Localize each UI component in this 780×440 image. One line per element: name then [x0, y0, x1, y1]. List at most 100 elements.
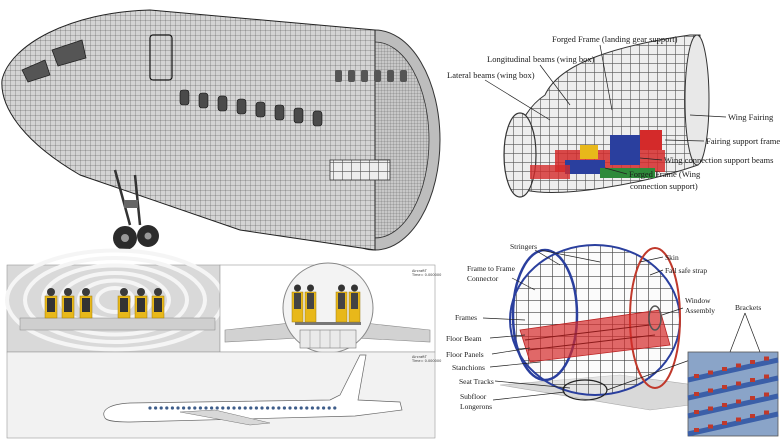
aircraft-window — [327, 406, 331, 410]
aircraft-window — [254, 406, 258, 410]
aircraft-window — [316, 406, 320, 410]
label-fail-safe-strap: Fail safe strap — [665, 266, 707, 275]
bracket — [736, 399, 741, 404]
aircraft-window — [187, 406, 191, 410]
cabin-frame-ring — [95, 286, 135, 314]
aircraft-window — [148, 406, 152, 410]
label-longitudinal-beams: Longitudinal beams (wing box) — [487, 54, 595, 64]
label-longerons: Longerons — [460, 402, 492, 411]
aircraft-side-profile — [103, 354, 403, 423]
cockpit-window — [21, 59, 51, 83]
label-subfloor: Subfloor — [460, 392, 487, 401]
aircraft-window — [305, 406, 309, 410]
svg-text:Time= 0.000000: Time= 0.000000 — [411, 359, 441, 363]
label-lateral-beams: Lateral beams (wing box) — [447, 70, 535, 80]
window-assembly — [648, 305, 662, 331]
dummy-head — [47, 288, 55, 296]
bracket — [694, 374, 699, 378]
aircraft-window — [198, 406, 202, 410]
bracket — [750, 414, 755, 418]
cabin-frame-ring — [23, 256, 207, 344]
bracket — [708, 370, 713, 375]
label-frame-to-frame: Frame to Frame — [467, 264, 516, 273]
bracket — [722, 421, 727, 425]
bracket — [694, 392, 699, 396]
bracket — [694, 428, 699, 432]
label-stanchions: Stanchions — [452, 363, 485, 372]
cabin-window — [255, 101, 266, 118]
dummy-body — [120, 298, 128, 312]
cabin-floor-grid — [329, 159, 391, 181]
aircraft-window-row — [148, 406, 337, 410]
section-dummy-seats — [291, 284, 361, 323]
dummy-body — [137, 298, 145, 312]
cabin-interior-sim-panel — [5, 248, 225, 353]
dummy-body — [307, 293, 314, 309]
floor-beams — [519, 309, 671, 363]
cockpit-window — [51, 39, 87, 67]
aircraft-window — [221, 406, 225, 410]
svg-text:AircraftT: AircraftT — [412, 355, 428, 359]
full-aircraft-sim-panel: AircraftT Time= 0.000000 — [6, 351, 441, 439]
cabin-window — [217, 95, 228, 112]
bracket — [764, 356, 769, 361]
bracket — [708, 388, 713, 393]
aircraft-window — [182, 406, 186, 410]
dummy-body — [351, 293, 358, 309]
cabin-frame-ring — [41, 263, 189, 337]
dummy-body — [82, 298, 90, 312]
bracket — [736, 363, 741, 368]
aircraft-window — [232, 406, 236, 410]
label-assembly: Assembly — [685, 306, 715, 315]
label-forged-frame-wing: Forged Frame (Wing — [629, 169, 701, 179]
label-floor-beam: Floor Beam — [446, 334, 482, 343]
aircraft-window — [266, 406, 270, 410]
aircraft-window — [260, 406, 264, 410]
aircraft-window — [294, 406, 298, 410]
label-wing-fairing: Wing Fairing — [728, 112, 774, 122]
dummy-body — [294, 293, 301, 309]
dummy-body — [64, 298, 72, 312]
cross-section-sim-panel: AircraftT Time= 0.000000 — [219, 262, 441, 354]
bracket — [750, 378, 755, 382]
dummy-body — [154, 298, 162, 312]
dummy-head — [294, 284, 301, 292]
label-seat-tracks: Seat Tracks — [459, 377, 494, 386]
aircraft-window — [243, 406, 247, 410]
label-forged-frame-landing-gear: Forged Frame (landing gear support) — [552, 34, 678, 44]
cabin-window — [293, 107, 304, 124]
aircraft-window — [210, 406, 214, 410]
aircraft-window — [193, 406, 197, 410]
aircraft-window — [282, 406, 286, 410]
aircraft-window — [215, 406, 219, 410]
bracket — [736, 381, 741, 386]
label-skin: Skin — [665, 253, 679, 262]
fuselage-mesh-panel — [1, 9, 441, 251]
cabin-window — [179, 89, 190, 106]
aircraft-window — [226, 406, 230, 410]
bracket — [694, 410, 699, 414]
bracket — [708, 424, 713, 429]
aircraft-window — [277, 406, 281, 410]
cargo-hold-containers — [299, 329, 357, 349]
nose-landing-gear — [113, 169, 159, 250]
dummy-head — [338, 284, 345, 292]
label-window: Window — [685, 296, 711, 305]
dummy-seat-rows — [44, 288, 165, 319]
bracket — [722, 367, 727, 371]
aircraft-window — [176, 406, 180, 410]
cabin-window — [236, 98, 247, 115]
cabin-window-row — [179, 89, 323, 127]
wing-box-labels: Forged Frame (landing gear support) Long… — [447, 34, 780, 191]
bracket — [722, 385, 727, 389]
label-brackets: Brackets — [735, 303, 761, 312]
bracket — [708, 406, 713, 411]
barrel-aft-ring — [684, 34, 710, 166]
dummy-body — [338, 293, 345, 309]
dummy-head — [137, 288, 145, 296]
dummy-head — [154, 288, 162, 296]
aircraft-window — [310, 406, 314, 410]
label-connector: Connector — [467, 274, 499, 283]
aft-window-row — [335, 70, 407, 82]
dummy-head — [64, 288, 72, 296]
